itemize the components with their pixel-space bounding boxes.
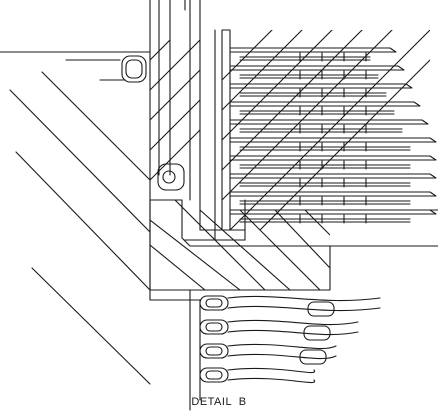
spring-coil-wire [227,367,316,374]
spring-coil-section [205,370,223,380]
o-ring-upper [121,55,147,83]
spring-coil-section [205,322,223,332]
spring-coil-section [205,346,223,356]
shaft [149,0,201,301]
spring-coil-wire [227,377,316,384]
friction-plate [229,83,413,89]
hub [184,29,246,241]
housing-outline-lines [0,51,151,385]
friction-plate [229,173,437,179]
detail-caption: DETAIL B [191,396,247,408]
lower-housing [149,289,201,411]
friction-plate [229,191,437,197]
spring-coil-section [303,325,331,341]
shaft-hatching [150,40,200,181]
spring-coil-section [299,349,327,365]
spring-coil-section [199,319,229,335]
friction-plate [229,119,429,125]
spring-coil-wire [227,353,337,360]
spring-coil-wire [227,305,381,312]
friction-plate [229,65,405,71]
friction-plate [229,209,437,215]
spring-coil-section [199,343,229,359]
spring-coil-section [307,301,335,317]
friction-plate [229,101,421,107]
spring-coil-section [199,367,229,383]
spring-coil-section [205,298,223,308]
spring-coil-wire [227,319,359,326]
spring-coil-section [199,295,229,311]
spring-coil-wire [227,329,359,336]
carrier-hatching [150,200,330,290]
clutch-disc-pack [229,47,437,224]
spring-coil-wire [227,295,381,302]
friction-plate [229,137,437,143]
friction-plate [229,47,397,53]
return-spring-coils [199,295,381,384]
o-ring-lower [157,163,185,191]
spring-coil-wire [227,343,337,350]
friction-plate [229,155,437,161]
